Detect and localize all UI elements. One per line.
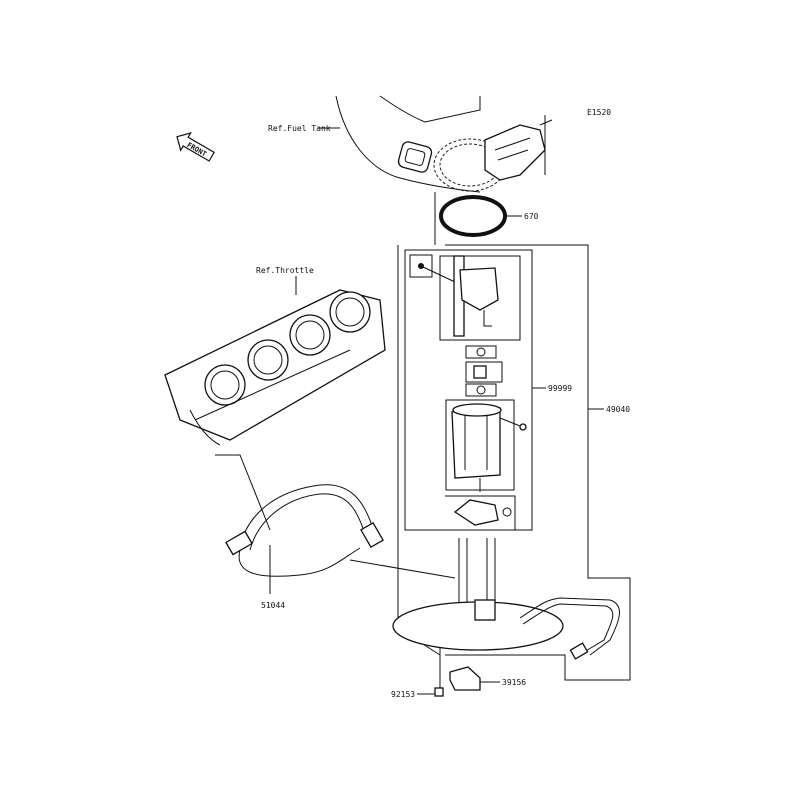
fuel-hose-drawing xyxy=(215,454,456,594)
part-label-39156[interactable]: 39156 xyxy=(502,678,526,687)
pad-39156 xyxy=(449,666,481,691)
part-label-670[interactable]: 670 xyxy=(524,212,539,221)
throttle-body-drawing xyxy=(164,276,386,446)
ref-throttle-label: Ref.Throttle xyxy=(256,266,314,275)
part-label-99999[interactable]: 99999 xyxy=(548,384,572,393)
front-arrow-icon: FRONT xyxy=(176,132,215,162)
pump-base-drawing xyxy=(392,538,620,660)
ref-fuel-tank-label: Ref.Fuel Tank xyxy=(268,124,331,133)
part-label-51044[interactable]: 51044 xyxy=(261,601,285,610)
part-label-92153[interactable]: 92153 xyxy=(391,690,415,699)
pump-top-drawing xyxy=(453,255,499,337)
diagram-code: E1520 xyxy=(587,108,611,117)
bolt-92153 xyxy=(434,687,444,697)
fuel-pump-drawing xyxy=(451,403,502,492)
o-ring-670 xyxy=(439,195,507,237)
fuel-tank-drawing xyxy=(335,95,553,193)
part-label-49040[interactable]: 49040 xyxy=(606,405,630,414)
